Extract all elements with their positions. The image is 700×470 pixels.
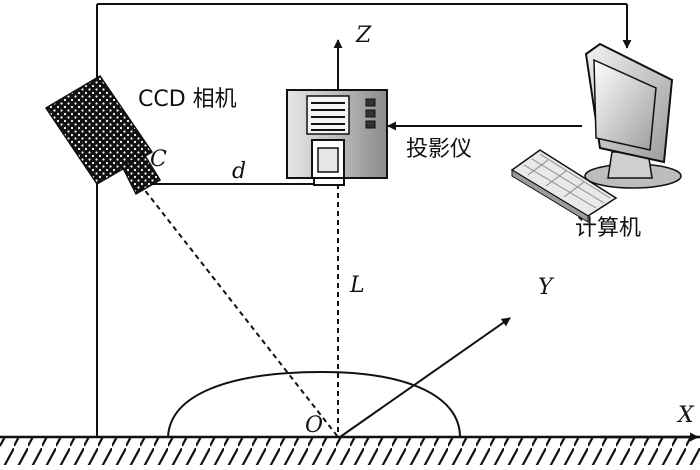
label-axis-x: X [676, 403, 695, 428]
ccd-camera-icon [44, 74, 162, 196]
y-axis-arrow [339, 317, 511, 438]
label-axis-z: Z [355, 23, 372, 48]
label-height-l: L [349, 273, 365, 298]
label-ccd-camera: CCD 相机 [138, 87, 237, 112]
support-frame [96, 3, 632, 437]
label-axis-y: Y [538, 275, 555, 300]
label-computer: 计算机 [575, 216, 641, 241]
ground [0, 435, 700, 465]
label-distance-d: d [232, 159, 246, 184]
keyboard-icon [510, 149, 618, 223]
label-origin-o: O [305, 413, 323, 438]
camera-ray [139, 183, 339, 438]
label-projector: 投影仪 [406, 137, 472, 162]
measured-object [167, 370, 461, 438]
projector-icon [286, 89, 388, 186]
label-camera-point: C [150, 147, 167, 172]
computer-monitor-icon [584, 42, 682, 189]
